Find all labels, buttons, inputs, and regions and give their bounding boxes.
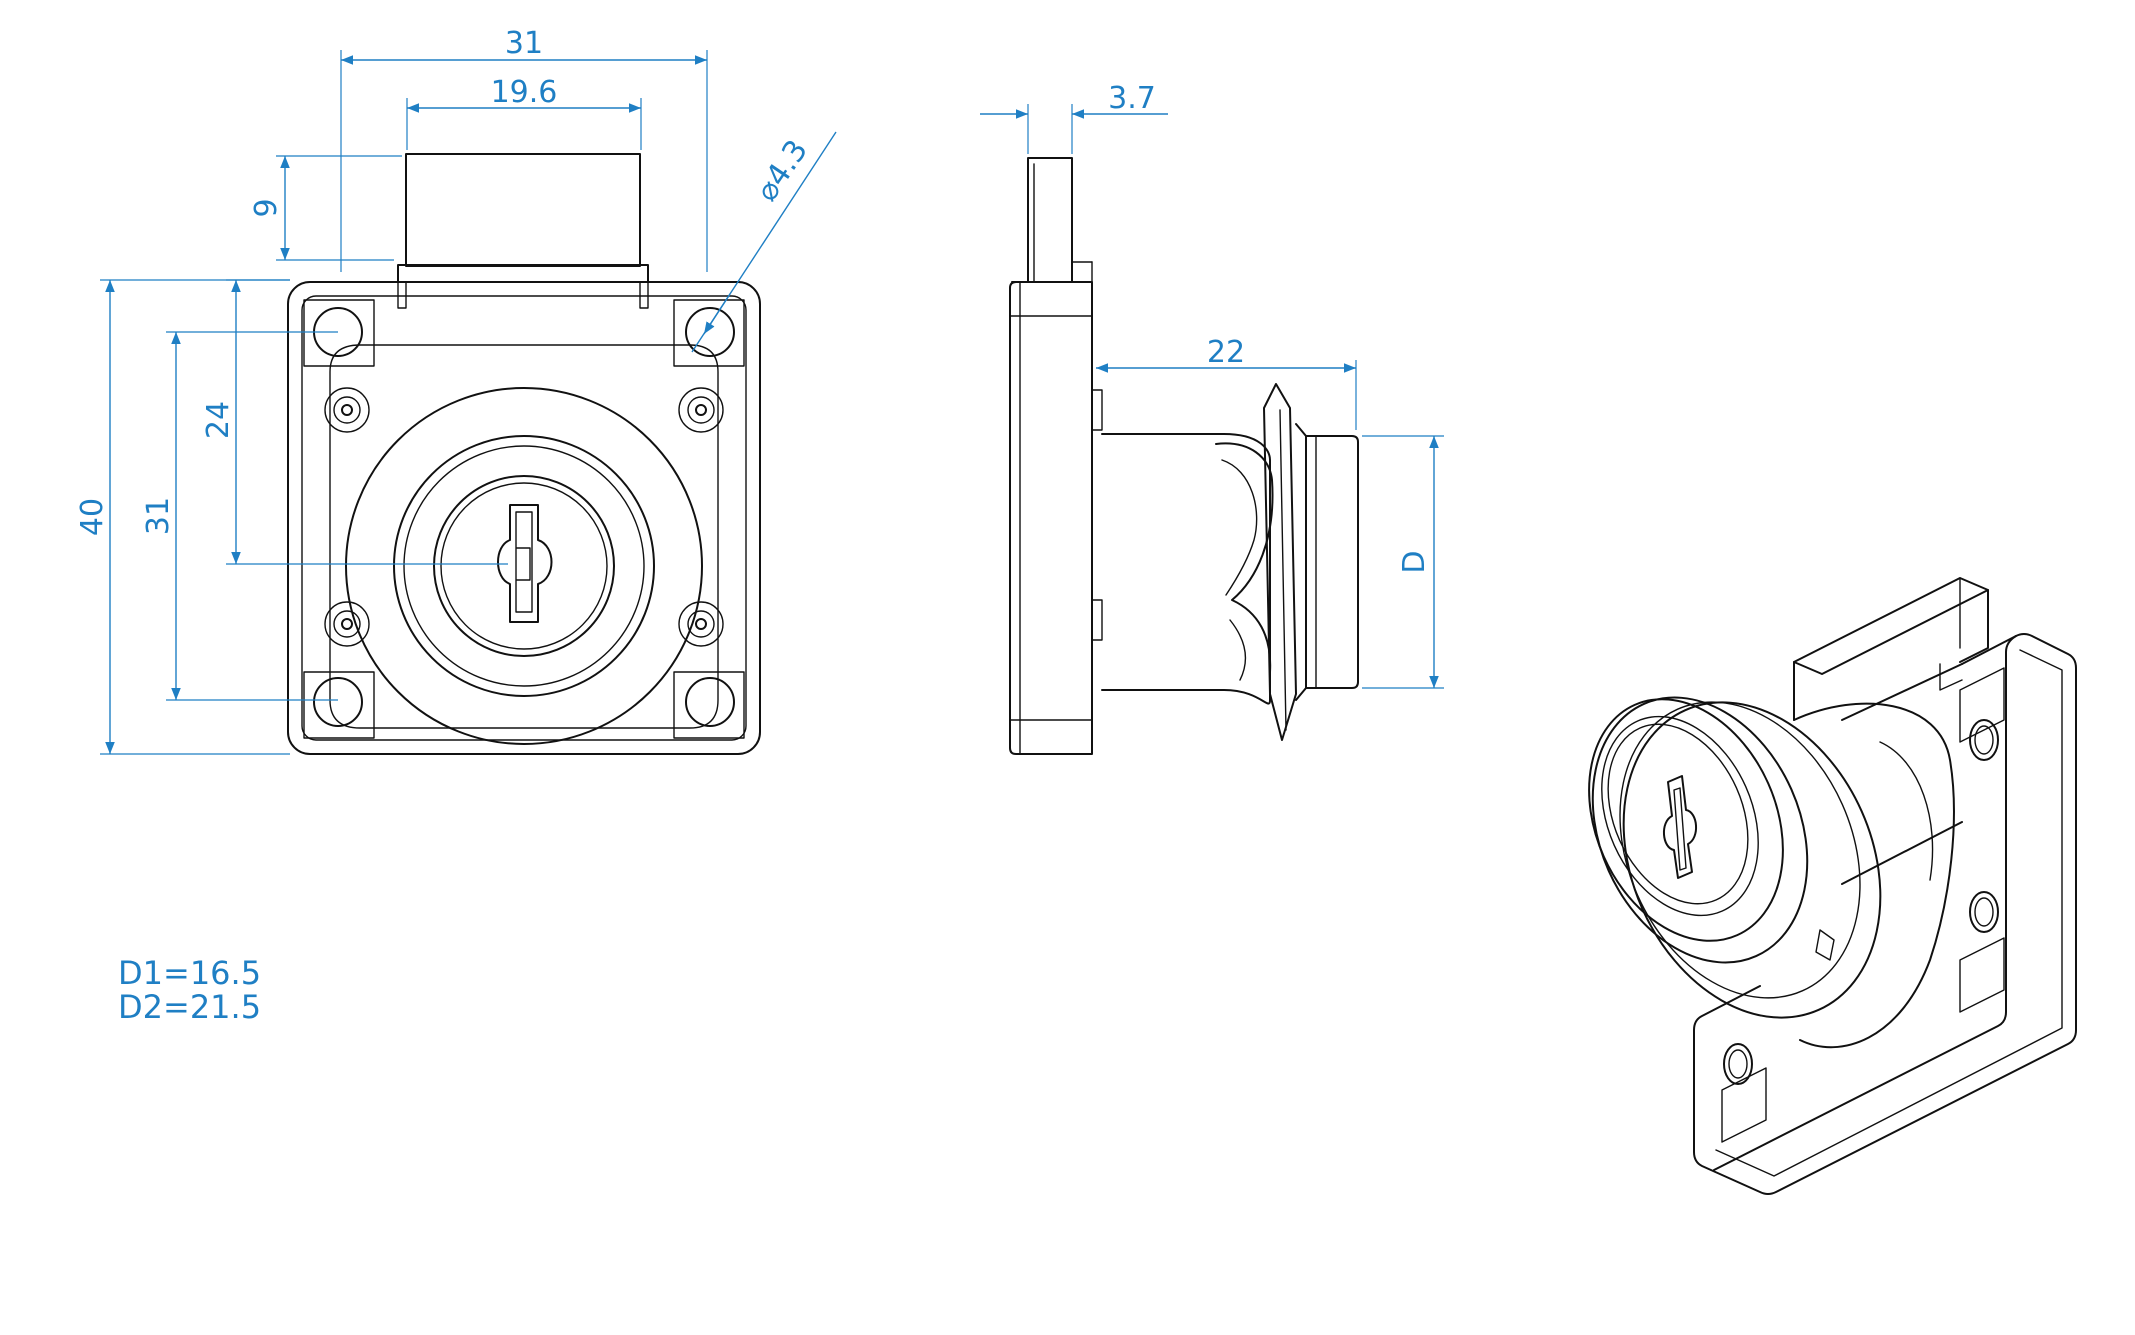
screw-boss-tr-outer (678, 387, 724, 433)
dim-label-bolt-thickness: 3.7 (1108, 81, 1156, 116)
iso-hole-top (1969, 719, 1999, 761)
iso-flange (1622, 701, 1882, 1019)
side-cam-profile (1215, 442, 1274, 673)
front-bolt-guides (397, 281, 649, 309)
mount-hole-top-right (685, 307, 735, 357)
pocket-bottom-left (303, 671, 375, 739)
cylinder-body (393, 435, 655, 697)
screw-boss-bl-center (341, 618, 353, 630)
dim-label-hole-spacing: 31 (141, 497, 176, 535)
iso-housing (1793, 702, 1955, 1049)
screw-boss-bl-mid (333, 610, 361, 638)
dim-label-key-offset: 24 (201, 401, 236, 439)
iso-keyway (1663, 775, 1697, 879)
screw-boss-tr-center (695, 404, 707, 416)
note-d1: D1=16.5 (118, 954, 261, 992)
pocket-top-left (303, 299, 375, 367)
iso-plate-front-edge (1713, 635, 2017, 1171)
side-view-dimensions: 3.7 22 D (980, 81, 1444, 689)
pocket-bottom-right (673, 671, 745, 739)
dim-label-bolt-height: 9 (249, 198, 284, 217)
note-d2: D2=21.5 (118, 988, 261, 1026)
iso-pocket-bottom (1721, 1067, 1767, 1143)
screw-boss-bl-outer (324, 601, 370, 647)
keyway-detail (515, 511, 533, 613)
cylinder-body-inner (403, 445, 645, 687)
front-view (287, 153, 761, 755)
dim-label-bolt-width: 19.6 (491, 75, 558, 110)
screw-boss-br-center (695, 618, 707, 630)
iso-hole-right (1969, 891, 1999, 933)
screw-boss-tl-outer (324, 387, 370, 433)
screw-boss-tl-mid (333, 396, 361, 424)
side-housing (1101, 433, 1271, 705)
dim-label-cylinder-length: 22 (1207, 335, 1245, 370)
dim-label-height-overall: 40 (75, 498, 110, 536)
iso-pocket-top (1959, 667, 2005, 743)
side-cylinder-face (1305, 435, 1359, 689)
iso-plate-face-lines (1693, 663, 1963, 1063)
isometric-view (1588, 577, 2077, 1195)
side-view (1009, 157, 1359, 755)
front-boss-outline (329, 344, 719, 729)
mount-hole-bottom-right (685, 677, 735, 727)
cylinder-plug (433, 475, 615, 657)
iso-cylinder-face (1588, 698, 1784, 942)
cylinder-flange (345, 387, 703, 745)
dim-label-width-overall: 31 (505, 26, 543, 61)
iso-pocket-right (1959, 937, 2005, 1013)
screw-boss-tl-center (341, 404, 353, 416)
dim-label-cylinder-diameter: D (1397, 550, 1432, 573)
iso-plug (1601, 715, 1759, 917)
pocket-top-right (673, 299, 745, 367)
notes: D1=16.5 D2=21.5 (118, 954, 261, 1026)
iso-bolt-top (1793, 577, 1989, 663)
side-cylinder-step (1295, 423, 1307, 701)
front-plate-outline (287, 281, 761, 755)
keyway (497, 504, 553, 623)
side-flange (1263, 383, 1297, 741)
dim-label-hole-diameter: ⌀4.3 (749, 134, 815, 208)
front-view-dimensions: 31 19.6 9 40 31 24 ⌀4.3 (75, 26, 837, 755)
front-plate-inner-edge (301, 295, 747, 741)
front-bolt (405, 153, 641, 267)
side-plate (1009, 281, 1093, 755)
iso-plate-outer (1693, 633, 2077, 1195)
screw-boss-br-outer (678, 601, 724, 647)
iso-cylinder-outer (1591, 696, 1809, 964)
cylinder-plug-inner (440, 482, 608, 650)
mount-hole-bottom-left (313, 677, 363, 727)
screw-boss-tr-mid (687, 396, 715, 424)
screw-boss-br-mid (687, 610, 715, 638)
iso-hole-bottom (1723, 1043, 1753, 1085)
front-bolt-base (397, 264, 649, 283)
